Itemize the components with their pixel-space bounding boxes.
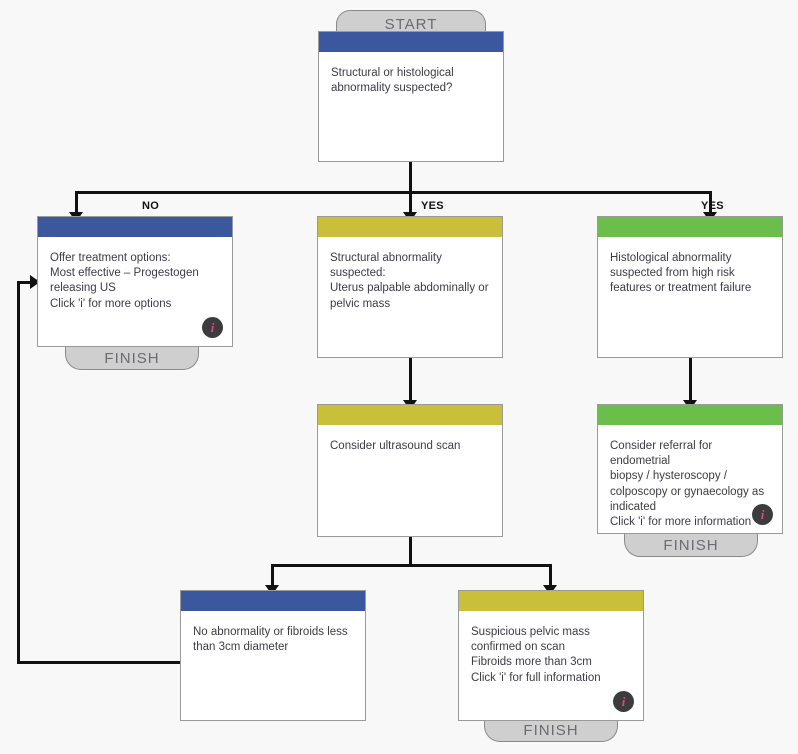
node-header-yellow: [318, 405, 502, 425]
node-histological-abnormality[interactable]: Histological abnormality suspected from …: [597, 216, 783, 358]
connector-feedback-left: [17, 281, 20, 664]
connector-root-stem: [409, 162, 412, 194]
node-body: Consider ultrasound scan: [318, 425, 502, 536]
node-body: No abnormality or fibroids less than 3cm…: [181, 611, 365, 720]
node-header-yellow: [459, 591, 643, 611]
info-icon[interactable]: i: [613, 691, 634, 712]
connector-to-suspicious-mass: [549, 564, 552, 588]
node-text: Suspicious pelvic mass confirmed on scan…: [471, 626, 601, 684]
finish-tab-offer-treatment: FINISH: [65, 346, 199, 370]
info-icon[interactable]: i: [202, 317, 223, 338]
info-icon[interactable]: i: [752, 504, 773, 525]
node-offer-treatment[interactable]: Offer treatment options: Most effective …: [37, 216, 233, 347]
node-text: Consider ultrasound scan: [330, 440, 461, 452]
node-header-green: [598, 217, 782, 237]
node-consider-ultrasound[interactable]: Consider ultrasound scan: [317, 404, 503, 537]
node-body: Offer treatment options: Most effective …: [38, 237, 232, 346]
node-body: Structural or histological abnormality s…: [319, 52, 503, 161]
node-body: Structural abnormality suspected: Uterus…: [318, 237, 502, 357]
node-text: Consider referral for endometrial biopsy…: [610, 440, 765, 528]
node-header-green: [598, 405, 782, 425]
node-structural-abnormality[interactable]: Structural abnormality suspected: Uterus…: [317, 216, 503, 358]
connector-to-no-abnormality: [271, 564, 274, 588]
connector-structural-to-ultrasound: [409, 358, 412, 404]
node-text: Histological abnormality suspected from …: [610, 252, 752, 295]
connector-root-split: [75, 191, 712, 194]
edge-label-yes-structural: YES: [421, 200, 444, 212]
node-body: Histological abnormality suspected from …: [598, 237, 782, 357]
node-root-question[interactable]: Structural or histological abnormality s…: [318, 31, 504, 162]
connector-feedback-top: [17, 281, 42, 284]
connector-ultrasound-split: [271, 564, 552, 567]
node-body: Consider referral for endometrial biopsy…: [598, 425, 782, 533]
connector-histological-to-referral: [689, 358, 692, 404]
connector-feedback-bottom: [17, 661, 181, 664]
node-header-blue: [38, 217, 232, 237]
node-text: Structural or histological abnormality s…: [331, 67, 454, 95]
node-header-yellow: [318, 217, 502, 237]
arrowhead-feedback-to-offer-treatment: [30, 275, 40, 289]
node-text: No abnormality or fibroids less than 3cm…: [193, 626, 348, 654]
node-text: Offer treatment options: Most effective …: [50, 252, 199, 310]
edge-label-no: NO: [142, 200, 160, 212]
node-consider-referral[interactable]: Consider referral for endometrial biopsy…: [597, 404, 783, 534]
connector-to-structural: [409, 191, 412, 215]
connector-to-offer-treatment: [75, 191, 78, 215]
edge-label-yes-histological: YES: [701, 200, 724, 212]
node-no-abnormality[interactable]: No abnormality or fibroids less than 3cm…: [180, 590, 366, 721]
connector-ultrasound-stem: [409, 537, 412, 567]
start-tab: START: [336, 10, 486, 34]
node-body: Suspicious pelvic mass confirmed on scan…: [459, 611, 643, 720]
node-header-blue: [181, 591, 365, 611]
node-header-blue: [319, 32, 503, 52]
node-suspicious-mass[interactable]: Suspicious pelvic mass confirmed on scan…: [458, 590, 644, 721]
finish-tab-suspicious-mass: FINISH: [484, 718, 618, 742]
finish-tab-referral: FINISH: [624, 533, 758, 557]
connector-to-histological: [709, 191, 712, 215]
node-text: Structural abnormality suspected: Uterus…: [330, 252, 489, 310]
